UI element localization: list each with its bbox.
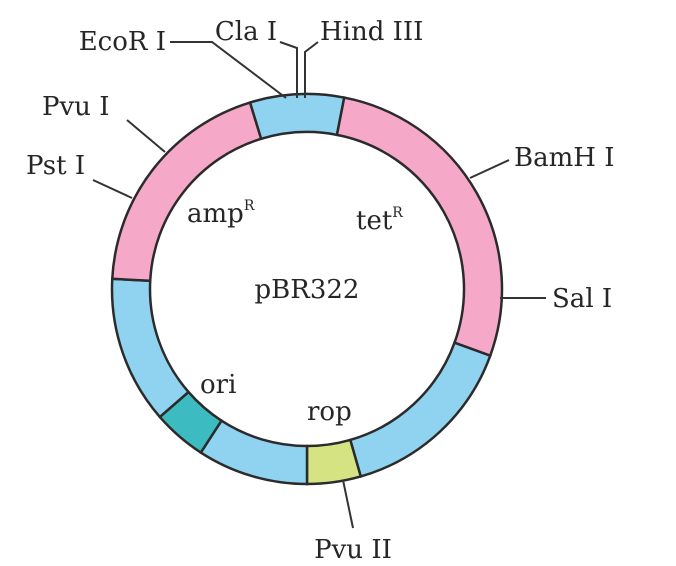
site-hind-label: Hind III — [320, 17, 423, 47]
ori-label: ori — [200, 370, 236, 400]
ring-segment-amp-gene — [110, 100, 263, 283]
tet-gene-label: tetR — [356, 205, 403, 236]
site-sal-label: Sal I — [552, 284, 612, 314]
site-pvu2-label: Pvu II — [314, 535, 392, 565]
site-pst-label: Pst I — [26, 151, 85, 181]
site-bamh-label: BamH I — [514, 143, 614, 173]
plasmid-name: pBR322 — [255, 275, 360, 305]
pst-leader — [92, 179, 133, 199]
ring-segment-ecor-cla-hind-region — [248, 92, 346, 141]
pvu2-leader — [342, 479, 354, 529]
leader-lines — [92, 41, 546, 529]
cla-leader — [279, 41, 298, 98]
tet-gene-text: tet — [356, 206, 393, 236]
tet-gene-sup: R — [392, 205, 403, 221]
bamh-leader — [469, 159, 510, 179]
site-ecor-label: EcoR I — [79, 27, 166, 57]
ecor-leader — [170, 41, 287, 99]
amp-gene-sup: R — [244, 198, 255, 214]
rop-label: rop — [307, 397, 352, 427]
plasmid-ring — [110, 92, 504, 486]
amp-gene-text: amp — [187, 199, 244, 229]
pvu1-leader — [126, 119, 166, 153]
hind-leader — [304, 41, 319, 98]
ring-segment-right-backbone — [348, 341, 492, 478]
site-cla-label: Cla I — [215, 17, 277, 47]
ring-segment-rop-gene — [305, 438, 363, 486]
site-pvu1-label: Pvu I — [42, 92, 109, 122]
ring-segment-left-backbone — [110, 277, 191, 419]
amp-gene-label: ampR — [187, 198, 255, 229]
